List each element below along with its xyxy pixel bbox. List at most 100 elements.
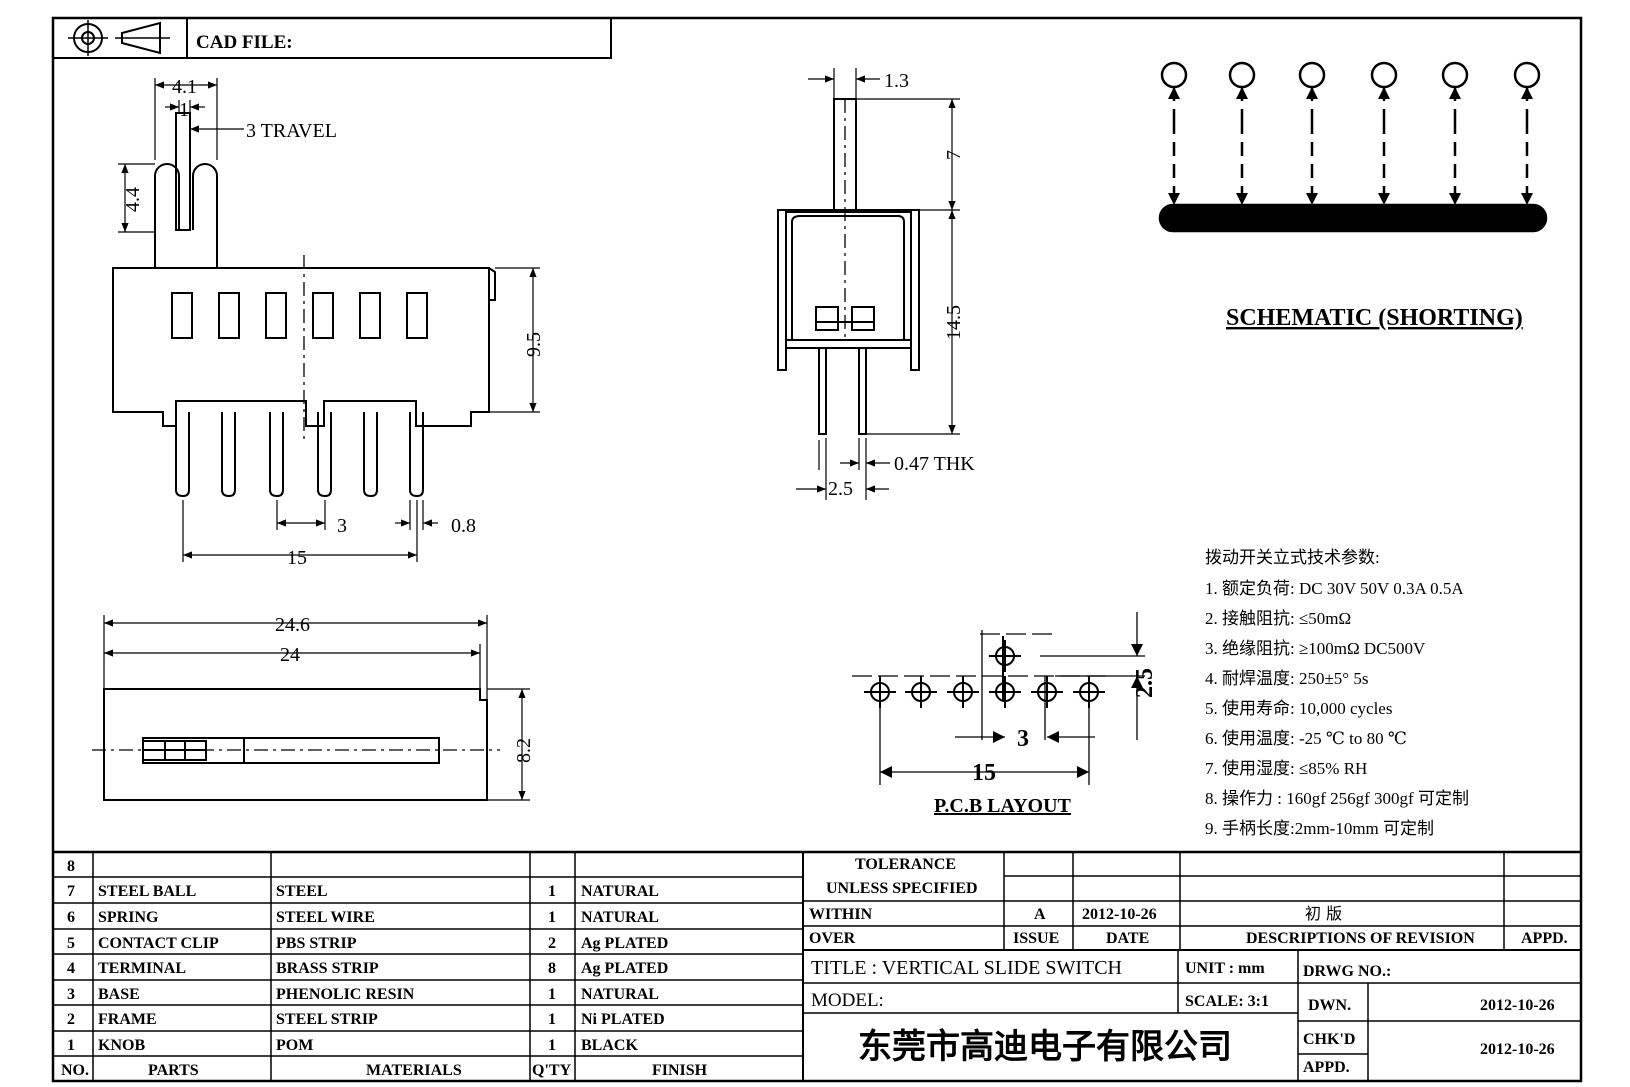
bom-header-qty: Q'TY [532, 1062, 572, 1079]
issue-value: A [1034, 906, 1046, 923]
dim-4-1: 4.1 [172, 76, 197, 98]
bom-rows: 8 7 STEEL BALL STEEL 1 NATURAL 6 SPRING … [61, 858, 708, 1079]
bom-no: 3 [67, 986, 75, 1003]
spec-item: 6. 使用温度: -25 ℃ to 80 ℃ [1205, 728, 1407, 748]
dim-15: 15 [287, 547, 307, 569]
bom-material: STEEL [276, 883, 328, 900]
front-view [112, 78, 540, 562]
appd-bottom-label: APPD. [1303, 1059, 1350, 1076]
dim-0-47: 0.47 THK [894, 453, 975, 475]
dim-24: 24 [280, 644, 300, 666]
bom-header-material: MATERIALS [366, 1062, 462, 1079]
projection-symbol-icon [68, 20, 170, 56]
pcb-hole [947, 676, 979, 708]
bom-part: CONTACT CLIP [98, 935, 219, 952]
spec-item: 5. 使用寿命: 10,000 cycles [1205, 698, 1392, 718]
schematic-terminal [1370, 61, 1398, 205]
desc-label: DESCRIPTIONS OF REVISION [1246, 930, 1475, 947]
side-view [777, 68, 960, 500]
dim-7: 7 [943, 150, 965, 160]
bom-no: 8 [67, 858, 75, 875]
spec-item: 4. 耐焊温度: 250±5° 5s [1205, 669, 1368, 688]
title-block [803, 852, 1581, 1081]
title-block-text: TOLERANCE UNLESS SPECIFIED WITHIN OVER A… [809, 856, 1568, 1076]
bom-finish: NATURAL [581, 909, 659, 926]
bom-no: 6 [67, 909, 75, 926]
bom-part: SPRING [98, 909, 159, 926]
issue-label: ISSUE [1013, 930, 1059, 947]
schematic-shorting [1158, 61, 1548, 233]
bom-no: 5 [67, 935, 75, 952]
spec-item: 3. 绝缘阻抗: ≥100mΩ DC500V [1205, 639, 1426, 658]
pcb-layout [852, 612, 1145, 785]
bom-material: PHENOLIC RESIN [276, 986, 415, 1003]
bom-qty: 2 [548, 935, 556, 952]
date-label: DATE [1106, 930, 1149, 947]
dim-8-2: 8.2 [513, 738, 535, 763]
bom-no: 2 [67, 1011, 75, 1028]
bom-material: STEEL WIRE [276, 909, 375, 926]
bom-qty: 1 [548, 986, 556, 1003]
dim-3-travel: 3 TRAVEL [246, 120, 337, 142]
unless-specified-label: UNLESS SPECIFIED [826, 880, 978, 897]
dim-24-6: 24.6 [275, 614, 310, 636]
unit-text: UNIT : mm [1185, 960, 1265, 977]
bom-material: POM [276, 1037, 313, 1054]
title-text: TITLE : VERTICAL SLIDE SWITCH [811, 957, 1122, 979]
dim-0-8: 0.8 [451, 515, 476, 537]
bom-part: KNOB [98, 1037, 145, 1054]
spec-heading: 拨动开关立式技术参数: [1205, 548, 1380, 567]
bom-finish: Ag PLATED [581, 960, 668, 977]
bom-no: 7 [67, 883, 75, 900]
bom-no: 1 [67, 1037, 75, 1054]
dwn-label: DWN. [1308, 997, 1351, 1014]
bom-material: BRASS STRIP [276, 960, 379, 977]
spec-item: 7. 使用湿度: ≤85% RH [1205, 758, 1367, 778]
bom-part: STEEL BALL [98, 883, 196, 900]
schematic-terminal [1441, 61, 1469, 205]
chkd-label: CHK'D [1303, 1031, 1355, 1048]
revision-value: 初 版 [1305, 904, 1342, 923]
bom-finish: NATURAL [581, 986, 659, 1003]
model-label: MODEL: [811, 990, 884, 1011]
spec-item: 8. 操作力 : 160gf 256gf 300gf 可定制 [1205, 789, 1469, 808]
spec-item: 2. 接触阻抗: ≤50mΩ [1205, 609, 1351, 628]
bom-qty: 8 [548, 960, 556, 977]
bom-finish: Ag PLATED [581, 935, 668, 952]
pcb-hole [905, 676, 937, 708]
pcb-hole [864, 676, 896, 708]
cad-file-label: CAD FILE: [196, 32, 293, 53]
pcb-hole [1073, 676, 1105, 708]
dim-2-5: 2.5 [828, 478, 853, 500]
bom-material: STEEL STRIP [276, 1011, 378, 1028]
pcb-dim-2-5: 2.5 [1132, 668, 1158, 698]
pcb-dim-3: 3 [1017, 726, 1029, 752]
bom-qty: 1 [548, 909, 556, 926]
schematic-terminal [1298, 61, 1326, 205]
dim-3: 3 [337, 515, 347, 537]
dim-1-3: 1.3 [884, 70, 909, 92]
bom-finish: BLACK [581, 1037, 638, 1054]
pcb-title: P.C.B LAYOUT [934, 795, 1072, 817]
dim-1: 1 [179, 99, 189, 121]
scale-text: SCALE: 3:1 [1185, 993, 1269, 1010]
drwg-no-label: DRWG NO.: [1303, 963, 1391, 980]
company-name: 东莞市高迪电子有限公司 [858, 1027, 1232, 1067]
bom-finish: NATURAL [581, 883, 659, 900]
bom-no: 4 [67, 960, 75, 977]
pcb-dim-15: 15 [972, 760, 996, 786]
bom-finish: Ni PLATED [581, 1011, 665, 1028]
within-label: WITHIN [809, 906, 873, 923]
chkd-date: 2012-10-26 [1480, 1041, 1555, 1058]
bom-header-finish: FINISH [652, 1062, 708, 1079]
dim-4-4: 4.4 [122, 187, 144, 212]
dwn-date: 2012-10-26 [1480, 997, 1555, 1014]
schematic-terminal [1160, 61, 1188, 205]
bom-part: FRAME [98, 1011, 157, 1028]
top-view [92, 615, 530, 801]
dim-14-5: 14.5 [943, 305, 965, 340]
dim-9-5: 9.5 [523, 332, 545, 357]
cad-header: CAD FILE: [52, 17, 612, 59]
bom-header-part: PARTS [148, 1062, 199, 1079]
